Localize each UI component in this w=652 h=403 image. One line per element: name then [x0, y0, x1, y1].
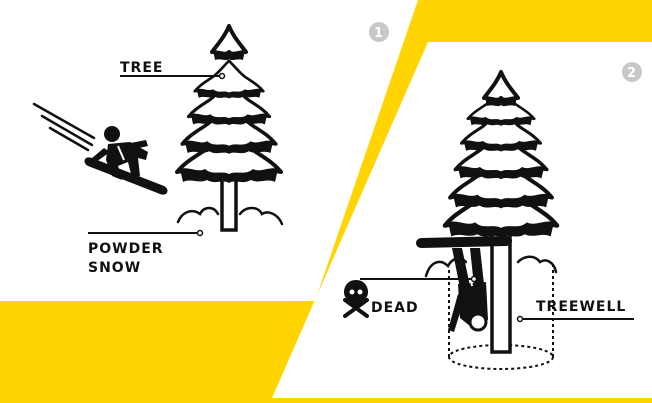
svg-text:2: 2 [627, 66, 637, 81]
treewell-leader-dot [518, 317, 523, 322]
step-2-badge: 2 [622, 62, 642, 82]
svg-text:1: 1 [374, 26, 384, 41]
dead-label: DEAD [371, 300, 419, 316]
step-1-badge: 1 [369, 22, 389, 42]
treewell-label: TREEWELL [536, 299, 626, 315]
powder-label-line1: POWDER [88, 241, 164, 257]
tree-label: TREE [120, 60, 163, 76]
powder-leader-dot [198, 231, 203, 236]
dead-leader-dot [472, 277, 477, 282]
powder-label-line2: SNOW [88, 260, 141, 276]
tree-leader-dot [220, 74, 225, 79]
